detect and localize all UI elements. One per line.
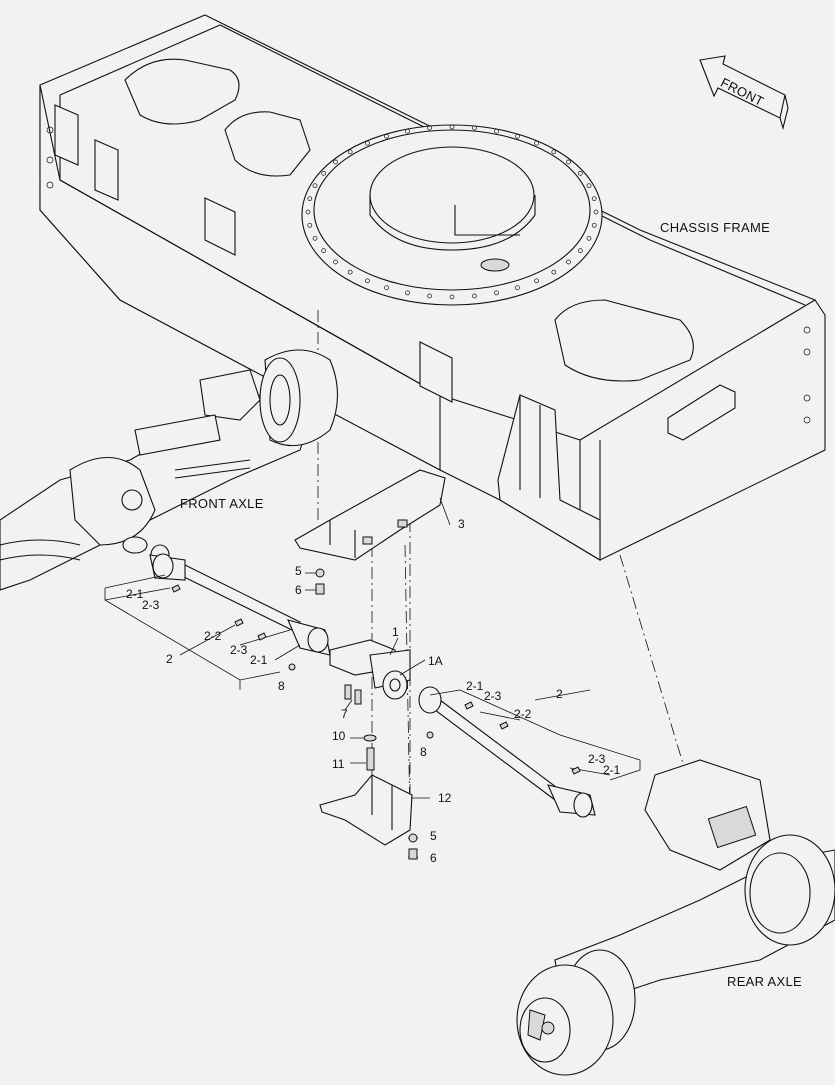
callout-11: 11	[332, 757, 345, 771]
bearing-bolt-hole	[321, 248, 327, 253]
bearing-bolt-hole	[577, 171, 583, 176]
front-axle-label: FRONT AXLE	[180, 496, 264, 511]
bearing-bolt-hole	[534, 278, 539, 284]
bearing-bolt-hole	[427, 293, 432, 299]
callout-1: 1	[392, 625, 399, 639]
callout-6-top: 6	[295, 583, 302, 597]
bearing-bolt-hole	[515, 285, 520, 291]
callout-7: 7	[341, 707, 348, 721]
swing-bearing-ring	[301, 124, 603, 306]
bearing-bolt-hole	[333, 259, 338, 265]
bearing-bolt-hole	[586, 183, 592, 189]
bearing-bolt-hole	[384, 285, 389, 291]
bearing-bolt-hole	[305, 209, 311, 215]
bearing-bolt-hole	[591, 196, 597, 202]
callout-2-right: 2	[556, 687, 563, 701]
callout-12: 12	[438, 791, 452, 805]
bearing-bolt-hole	[365, 140, 370, 146]
bearing-bolt-hole	[472, 125, 477, 131]
bearing-bolt-hole	[307, 222, 313, 228]
bearing-bolt-hole	[333, 159, 338, 165]
bearing-bolt-hole	[566, 159, 571, 165]
callout-2-1-d: 2-1	[603, 763, 621, 777]
bearing-bolt-hole	[534, 140, 539, 146]
bearing-bolt-hole	[449, 124, 455, 130]
bearing-bolt-hole	[591, 222, 597, 228]
rear-drive-shaft	[418, 686, 596, 818]
bearing-bolt-hole	[365, 278, 370, 284]
bearing-bolt-hole	[577, 248, 583, 253]
bracket-3	[294, 469, 446, 561]
bearing-bolt-hole	[494, 128, 499, 134]
callout-5-bottom: 5	[430, 829, 437, 843]
bearing-bolt-hole	[312, 183, 318, 189]
bearing-bolt-hole	[472, 293, 477, 299]
bearing-bolt-hole	[405, 290, 410, 296]
bearing-bolt-hole	[347, 149, 353, 155]
callout-2-1-a: 2-1	[126, 587, 144, 601]
callout-8-right: 8	[420, 745, 427, 759]
bearing-bolt-hole	[427, 125, 432, 131]
bearing-bolt-hole	[494, 290, 499, 296]
bearing-bolt-hole	[586, 235, 592, 241]
callout-2-3-c: 2-3	[484, 689, 502, 703]
front-drive-shaft	[149, 553, 331, 656]
chassis-frame-label: CHASSIS FRAME	[660, 220, 770, 235]
callout-2-left: 2	[166, 652, 173, 666]
front-axle	[0, 349, 338, 591]
bearing-bolt-hole	[321, 171, 327, 176]
callout-8-left: 8	[278, 679, 285, 693]
callout-2-3-d: 2-3	[588, 752, 606, 766]
callout-5-top: 5	[295, 564, 302, 578]
callout-2-3-a: 2-3	[142, 598, 160, 612]
callout-6-bottom: 6	[430, 851, 437, 865]
callout-1a: 1A	[428, 654, 443, 668]
bracket-12	[319, 774, 413, 846]
callout-3: 3	[458, 517, 465, 531]
callout-2-1-b: 2-1	[250, 653, 268, 667]
callout-2-2-b: 2-2	[514, 707, 532, 721]
callout-2-1-c: 2-1	[466, 679, 484, 693]
bearing-bolt-hole	[449, 294, 455, 300]
callout-2-3-b: 2-3	[230, 643, 248, 657]
fasteners	[171, 568, 581, 860]
bearing-bolt-hole	[312, 235, 318, 241]
bearing-bolt-hole	[347, 269, 353, 275]
callout-leaders	[104, 497, 641, 858]
bearing-bolt-hole	[593, 209, 599, 215]
bearing-bolt-hole	[551, 149, 557, 155]
bearing-bolt-hole	[307, 196, 313, 202]
bearing-bolt-hole	[515, 133, 520, 139]
callout-10: 10	[332, 729, 346, 743]
bearing-bolt-hole	[551, 269, 557, 275]
bearing-bolt-hole	[566, 259, 571, 265]
front-direction-arrow: FRONT	[699, 55, 789, 131]
bearing-bolt-hole	[384, 133, 389, 139]
rear-axle	[516, 759, 835, 1076]
bearing-bolt-hole	[405, 128, 410, 134]
callout-2-2-a: 2-2	[204, 629, 222, 643]
center-bearing	[329, 639, 411, 700]
callout-labels: 3 5 6 2-1 2-3 2-2 2 2-3 2-1 8 1 1A 2-1 2…	[126, 517, 621, 865]
rear-axle-label: REAR AXLE	[727, 974, 802, 989]
